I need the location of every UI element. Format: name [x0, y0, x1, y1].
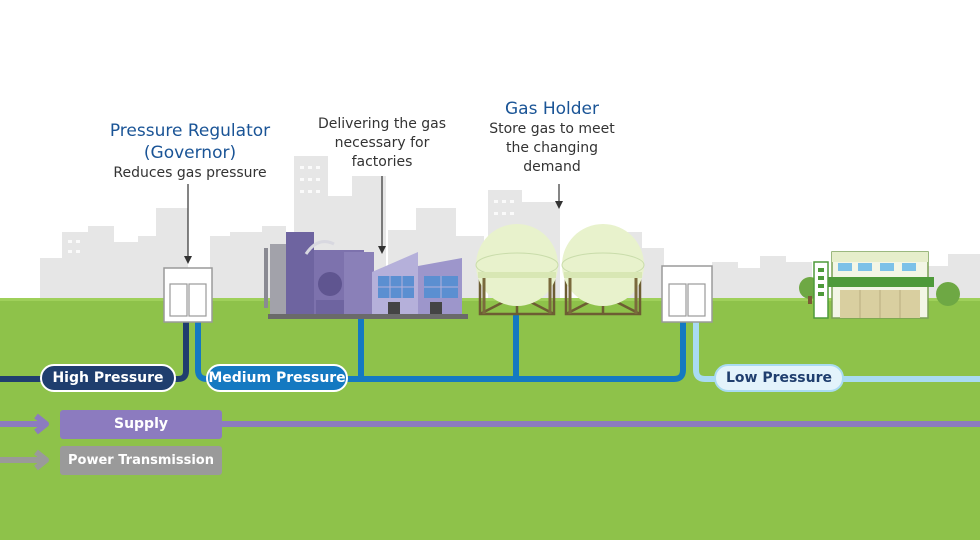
- regulator-title: Pressure Regulator (Governor): [109, 121, 271, 163]
- low-pressure-badge: Low Pressure: [714, 364, 844, 392]
- high-pressure-line: [0, 317, 189, 382]
- pressure-regulator-icon: [163, 267, 213, 323]
- low-pressure-line: [693, 319, 980, 382]
- gas-holder-icon: [475, 224, 645, 316]
- city-skyline-icon: [40, 156, 980, 300]
- supply-legend: Supply: [60, 410, 222, 439]
- factory-label: Delivering the gas necessary for factori…: [312, 115, 452, 172]
- factory-icon: [264, 232, 468, 319]
- regulator-desc: Reduces gas pressure: [113, 165, 267, 181]
- holder-label: Gas Holder Store gas to meet the changin…: [482, 98, 622, 177]
- callout-pointer: [184, 176, 563, 264]
- high-pressure-badge: High Pressure: [40, 364, 176, 392]
- regulator-label: Pressure Regulator (Governor) Reduces ga…: [95, 120, 285, 183]
- shop-icon: [813, 251, 934, 319]
- holder-title: Gas Holder: [505, 99, 599, 119]
- power-transmission-legend: Power Transmission: [60, 446, 222, 475]
- arrow-right-icon: [0, 413, 49, 471]
- holder-desc: Store gas to meet the changing demand: [489, 121, 615, 175]
- pressure-regulator-icon: [661, 265, 713, 323]
- medium-pressure-badge: Medium Pressure: [206, 364, 348, 392]
- medium-pressure-line: [195, 317, 210, 382]
- medium-pressure-trunk: [337, 319, 686, 382]
- factory-desc: Delivering the gas necessary for factori…: [317, 116, 447, 170]
- pressure-pipelines: [0, 313, 980, 427]
